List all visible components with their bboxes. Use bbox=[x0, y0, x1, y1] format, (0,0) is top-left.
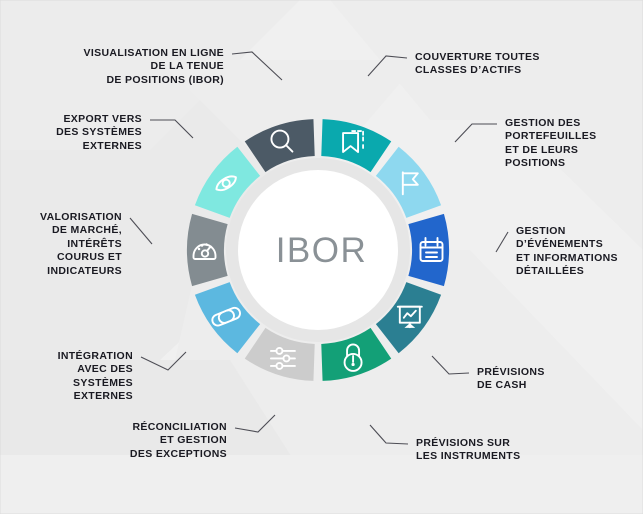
search-icon bbox=[270, 129, 294, 153]
sliders-icon bbox=[269, 346, 296, 370]
segment-label-gestion-portefeuilles-positions: GESTION DES PORTEFEUILLES ET DE LEURS PO… bbox=[505, 117, 597, 170]
connector-integration-systemes-externes bbox=[140, 351, 187, 371]
wheel-segment-integration-systemes-externes[interactable] bbox=[194, 282, 261, 354]
connector-valorisation-marche-interets bbox=[129, 217, 153, 245]
segment-label-export-vers-systemes-externes: EXPORT VERS DES SYSTÈMES EXTERNES bbox=[56, 113, 142, 152]
connector-gestion-portefeuilles-positions bbox=[454, 123, 497, 143]
segment-label-integration-systemes-externes: INTÉGRATION AVEC DES SYSTÈMES EXTERNES bbox=[57, 350, 133, 403]
bookmark-icon bbox=[342, 130, 364, 154]
wheel-segment-couverture-classes-actifs[interactable] bbox=[321, 119, 392, 173]
wheel-segment-export-vers-systemes-externes[interactable] bbox=[194, 146, 261, 218]
center-disc bbox=[238, 170, 398, 330]
segment-label-visualisation-en-ligne-ibor: VISUALISATION EN LIGNE DE LA TENUE DE PO… bbox=[83, 47, 224, 86]
lock-icon bbox=[343, 343, 363, 372]
segment-label-reconciliation-gestion-exceptions: RÉCONCILIATION ET GESTION DES EXCEPTIONS bbox=[129, 421, 227, 460]
segment-label-couverture-classes-actifs: COUVERTURE TOUTES CLASSES D’ACTIFS bbox=[415, 51, 540, 77]
segment-label-gestion-evenements-informations: GESTION D’ÉVÉNEMENTS ET INFORMATIONS DÉT… bbox=[516, 225, 618, 278]
connector-reconciliation-gestion-exceptions bbox=[234, 414, 276, 433]
presentation-chart-icon bbox=[396, 305, 423, 329]
segment-label-valorisation-marche-interets: VALORISATION DE MARCHÉ, INTÉRÊTS COURUS … bbox=[40, 211, 122, 277]
link-icon bbox=[211, 306, 241, 327]
eye-icon bbox=[215, 175, 237, 192]
segment-label-previsions-sur-les-instruments: PRÉVISIONS SUR LES INSTRUMENTS bbox=[416, 437, 521, 463]
gauge-icon bbox=[192, 243, 217, 260]
calendar-icon bbox=[419, 237, 444, 262]
wheel-segment-gestion-portefeuilles-positions[interactable] bbox=[375, 146, 442, 218]
wheel-segment-visualisation-en-ligne-ibor[interactable] bbox=[244, 119, 315, 173]
connector-couverture-classes-actifs bbox=[367, 55, 408, 77]
wheel-icons bbox=[192, 129, 444, 372]
segment-label-previsions-de-cash: PRÉVISIONS DE CASH bbox=[477, 366, 545, 392]
connector-export-vers-systemes-externes bbox=[150, 119, 194, 139]
connector-previsions-de-cash bbox=[431, 355, 470, 375]
connector-previsions-sur-les-instruments bbox=[369, 424, 409, 445]
wheel-segment-previsions-de-cash[interactable] bbox=[375, 282, 442, 354]
connector-gestion-evenements-informations bbox=[495, 231, 509, 253]
connector-visualisation-en-ligne-ibor bbox=[231, 51, 283, 81]
flag-icon bbox=[401, 171, 419, 196]
wheel-segment-gestion-evenements-informations[interactable] bbox=[408, 213, 449, 287]
